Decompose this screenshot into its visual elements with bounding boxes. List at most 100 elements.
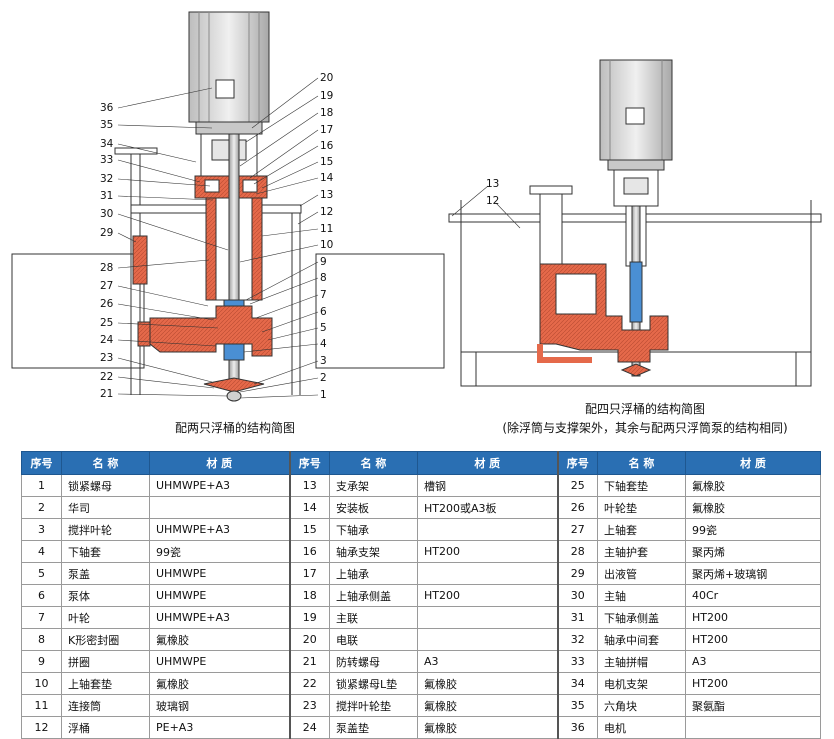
motor — [188, 11, 270, 123]
lock-nut — [226, 390, 242, 402]
header-material: 材 质 — [417, 451, 558, 475]
part-name: 安装板 — [329, 496, 418, 519]
part-name: 搅拌叶轮垫 — [329, 694, 418, 717]
callout-right: 3 — [320, 355, 327, 367]
part-material: A3 — [685, 650, 821, 673]
part-name: 上轴套 — [597, 518, 686, 541]
part-number: 11 — [21, 694, 62, 717]
callout-right: 19 — [320, 90, 333, 102]
part-name: 拼圈 — [61, 650, 150, 673]
part-material: 聚丙烯 — [685, 540, 821, 563]
part-name: 轴承中间套 — [597, 628, 686, 651]
part-material: 氟橡胶 — [149, 672, 290, 695]
callout-right: 4 — [320, 338, 327, 350]
part-material: A3 — [417, 650, 558, 673]
part-material: 氟橡胶 — [149, 628, 290, 651]
float-bucket — [11, 253, 145, 369]
part-number: 29 — [556, 562, 598, 585]
right-figure-callouts: 13 12 — [451, 178, 521, 229]
part-number: 2 — [21, 496, 62, 519]
left-pump-drawing — [11, 11, 445, 402]
callout-left: 35 — [100, 119, 113, 131]
part-material: UHMWPE+A3 — [149, 518, 290, 541]
support-frame — [114, 147, 158, 155]
part-number: 12 — [21, 716, 62, 739]
part-material — [417, 606, 558, 629]
part-number: 18 — [288, 584, 330, 607]
header-name: 名 称 — [329, 451, 418, 475]
part-material: 氟橡胶 — [685, 474, 821, 497]
callout-left: 32 — [100, 173, 113, 185]
part-number: 30 — [556, 584, 598, 607]
part-number: 28 — [556, 540, 598, 563]
part-name: 支承架 — [329, 474, 418, 497]
part-material: HT200 — [685, 606, 821, 629]
part-number: 17 — [288, 562, 330, 585]
part-name: 搅拌叶轮 — [61, 518, 150, 541]
callout-right: 11 — [320, 223, 333, 235]
part-material: 槽钢 — [417, 474, 558, 497]
header-material: 材 质 — [685, 451, 821, 475]
part-material: 氟橡胶 — [417, 716, 558, 739]
part-material: 氟橡胶 — [417, 694, 558, 717]
callout-left: 28 — [100, 262, 113, 274]
callout-left: 29 — [100, 227, 113, 239]
part-name: 电机 — [597, 716, 686, 739]
callout-right: 20 — [320, 72, 333, 84]
part-name: 出液管 — [597, 562, 686, 585]
part-number: 8 — [21, 628, 62, 651]
callout-left: 21 — [100, 388, 113, 400]
header-name: 名 称 — [597, 451, 686, 475]
part-material — [417, 628, 558, 651]
part-material: PE+A3 — [149, 716, 290, 739]
part-material: HT200 — [685, 628, 821, 651]
part-number: 20 — [288, 628, 330, 651]
callout-left: 25 — [100, 317, 113, 329]
callout-left: 34 — [100, 138, 114, 150]
part-number: 19 — [288, 606, 330, 629]
part-material: 氟橡胶 — [417, 672, 558, 695]
part-material — [685, 716, 821, 739]
part-name: 浮桶 — [61, 716, 150, 739]
part-number: 13 — [288, 474, 330, 497]
part-material: HT200 — [685, 672, 821, 695]
callout-left: 24 — [100, 334, 114, 346]
part-name: 连接筒 — [61, 694, 150, 717]
part-number: 25 — [556, 474, 598, 497]
part-name: 叶轮垫 — [597, 496, 686, 519]
part-number: 7 — [21, 606, 62, 629]
part-number: 24 — [288, 716, 330, 739]
callout-left: 30 — [100, 208, 113, 220]
pump-structure-diagrams: 36 35 34 33 32 31 30 29 28 27 26 25 24 2… — [11, 11, 822, 402]
part-material: 氟橡胶 — [685, 496, 821, 519]
callout-right: 10 — [320, 239, 333, 251]
part-material: HT200或A3板 — [417, 496, 558, 519]
callout-left: 36 — [100, 102, 114, 114]
callout-right: 17 — [320, 124, 333, 136]
right-figure-note: (除浮筒与支撑架外，其余与配两只浮筒泵的结构相同) — [502, 421, 788, 435]
callout-right: 16 — [320, 140, 334, 152]
part-material: 聚丙烯+玻璃钢 — [685, 562, 821, 585]
shaft-sleeve — [629, 261, 643, 323]
part-material: HT200 — [417, 540, 558, 563]
part-material: 40Cr — [685, 584, 821, 607]
callout-right: 6 — [320, 306, 327, 318]
callout-left: 33 — [100, 154, 113, 166]
right-callouts: 20 19 18 17 16 15 14 13 12 11 10 9 8 7 6… — [239, 72, 334, 401]
part-number: 4 — [21, 540, 62, 563]
part-number: 15 — [288, 518, 330, 541]
header-index: 序号 — [21, 451, 62, 475]
callout-right: 13 — [320, 189, 333, 201]
part-material: UHMWPE+A3 — [149, 606, 290, 629]
part-name: 主轴 — [597, 584, 686, 607]
part-number: 9 — [21, 650, 62, 673]
callout-right: 2 — [320, 372, 327, 384]
part-material: UHMWPE — [149, 562, 290, 585]
part-material — [417, 518, 558, 541]
pump-body — [149, 305, 273, 357]
